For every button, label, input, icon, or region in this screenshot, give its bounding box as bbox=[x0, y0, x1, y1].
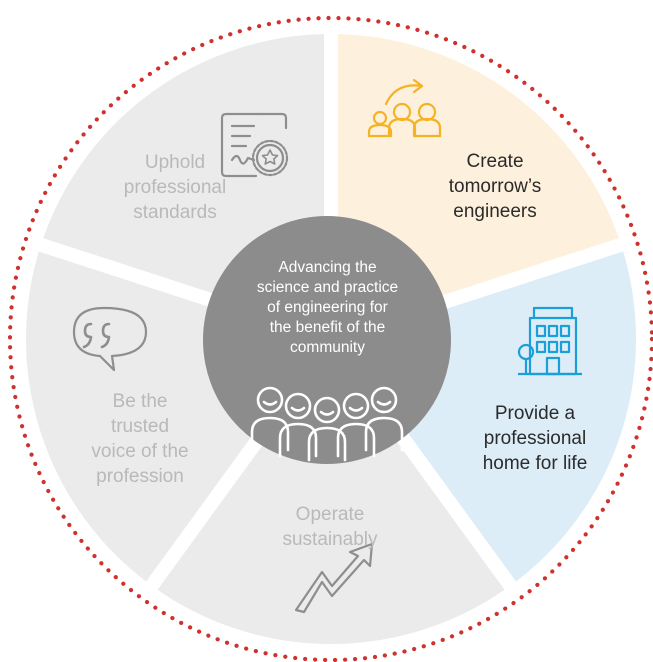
speech-quote-icon bbox=[72, 306, 148, 372]
people-arrow-icon bbox=[367, 78, 442, 138]
center-line-3: of engineering for bbox=[267, 299, 388, 316]
trend-arrow-icon bbox=[294, 542, 374, 614]
center-line-2: science and practice bbox=[256, 279, 399, 296]
segment-label-create: Create tomorrow’s engineers bbox=[415, 149, 575, 224]
operate-line-1: Operate bbox=[295, 504, 365, 525]
voice-line-4: profession bbox=[96, 466, 184, 487]
create-line-2: tomorrow’s bbox=[448, 176, 542, 197]
segment-operate bbox=[137, 327, 525, 658]
certificate-icon bbox=[220, 112, 289, 178]
segment-label-operate: Operate sustainably bbox=[250, 502, 410, 552]
segment-label-voice: Be the trusted voice of the profession bbox=[60, 389, 220, 489]
provide-line-1: Provide a bbox=[494, 403, 576, 424]
uphold-line-1: Uphold bbox=[144, 152, 206, 173]
segment-label-provide: Provide a professional home for life bbox=[450, 401, 620, 476]
provide-line-3: home for life bbox=[482, 453, 588, 474]
voice-line-2: trusted bbox=[110, 416, 170, 437]
center-mission-text: Advancing the science and practice of en… bbox=[240, 258, 415, 358]
center-line-1: Advancing the bbox=[278, 259, 377, 276]
building-icon bbox=[517, 306, 582, 376]
uphold-line-2: professional bbox=[123, 177, 227, 198]
voice-line-1: Be the bbox=[112, 391, 168, 412]
create-line-3: engineers bbox=[453, 201, 537, 222]
operate-line-2: sustainably bbox=[282, 529, 378, 550]
create-line-1: Create bbox=[466, 151, 524, 172]
center-line-4: the benefit of the bbox=[269, 319, 386, 336]
voice-line-3: voice of the bbox=[91, 441, 189, 462]
segment-label-uphold: Uphold professional standards bbox=[95, 150, 255, 225]
people-group-icon bbox=[250, 386, 404, 462]
dotted-ring bbox=[7, 15, 653, 662]
center-line-5: community bbox=[290, 339, 365, 356]
provide-line-2: professional bbox=[483, 428, 587, 449]
uphold-line-3: standards bbox=[133, 202, 217, 223]
